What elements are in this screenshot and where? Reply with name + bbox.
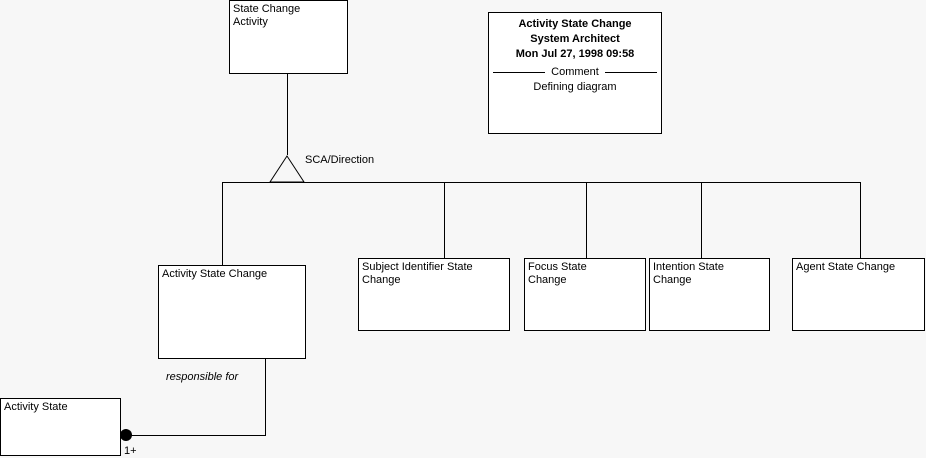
divider-rule-right: [605, 72, 657, 73]
class-box-state-change-activity[interactable]: State Change Activity: [229, 0, 348, 74]
class-box-label: Intention State Change: [653, 261, 724, 286]
class-box-label: Activity State Change: [162, 268, 268, 280]
class-box-label: Focus State Change: [528, 261, 587, 286]
association-segment-vertical: [265, 359, 266, 436]
association-multiplicity-dot-icon: [120, 429, 132, 441]
title-block-author: System Architect: [530, 33, 620, 45]
generalization-label: SCA/Direction: [305, 154, 375, 166]
generalization-drop-subject-identifier-state-change: [444, 182, 445, 258]
class-box-label: State Change Activity: [233, 3, 301, 28]
title-block-timestamp: Mon Jul 27, 1998 09:58: [515, 48, 635, 60]
class-box-subject-identifier-state-change[interactable]: Subject Identifier State Change: [358, 258, 510, 331]
class-box-label: Agent State Change: [796, 261, 896, 273]
generalization-drop-intention-state-change: [701, 182, 702, 258]
generalization-drop-activity-state-change: [222, 182, 223, 266]
title-block-name: Activity State Change: [518, 18, 632, 30]
diagram-title-block: Activity State Change System Architect M…: [488, 12, 662, 134]
generalization-stem: [287, 74, 288, 155]
title-block-comment: Defining diagram: [533, 81, 617, 93]
generalization-drop-agent-state-change: [860, 182, 861, 258]
class-box-agent-state-change[interactable]: Agent State Change: [792, 258, 925, 331]
comment-divider: Comment: [489, 65, 661, 79]
class-box-activity-state[interactable]: Activity State: [0, 398, 121, 456]
generalization-bus-line: [222, 182, 861, 183]
class-box-label: Activity State: [4, 401, 68, 413]
divider-rule-left: [493, 72, 545, 73]
class-box-activity-state-change[interactable]: Activity State Change: [158, 265, 306, 359]
class-box-focus-state-change[interactable]: Focus State Change: [524, 258, 646, 331]
class-box-label: Subject Identifier State Change: [362, 261, 473, 286]
association-role-label: responsible for: [166, 371, 239, 383]
generalization-triangle-icon: [269, 155, 305, 183]
association-multiplicity-label: 1+: [124, 445, 137, 457]
comment-divider-label: Comment: [551, 66, 599, 78]
generalization-drop-focus-state-change: [586, 182, 587, 258]
association-segment-horizontal: [126, 435, 266, 436]
class-box-intention-state-change[interactable]: Intention State Change: [649, 258, 770, 331]
